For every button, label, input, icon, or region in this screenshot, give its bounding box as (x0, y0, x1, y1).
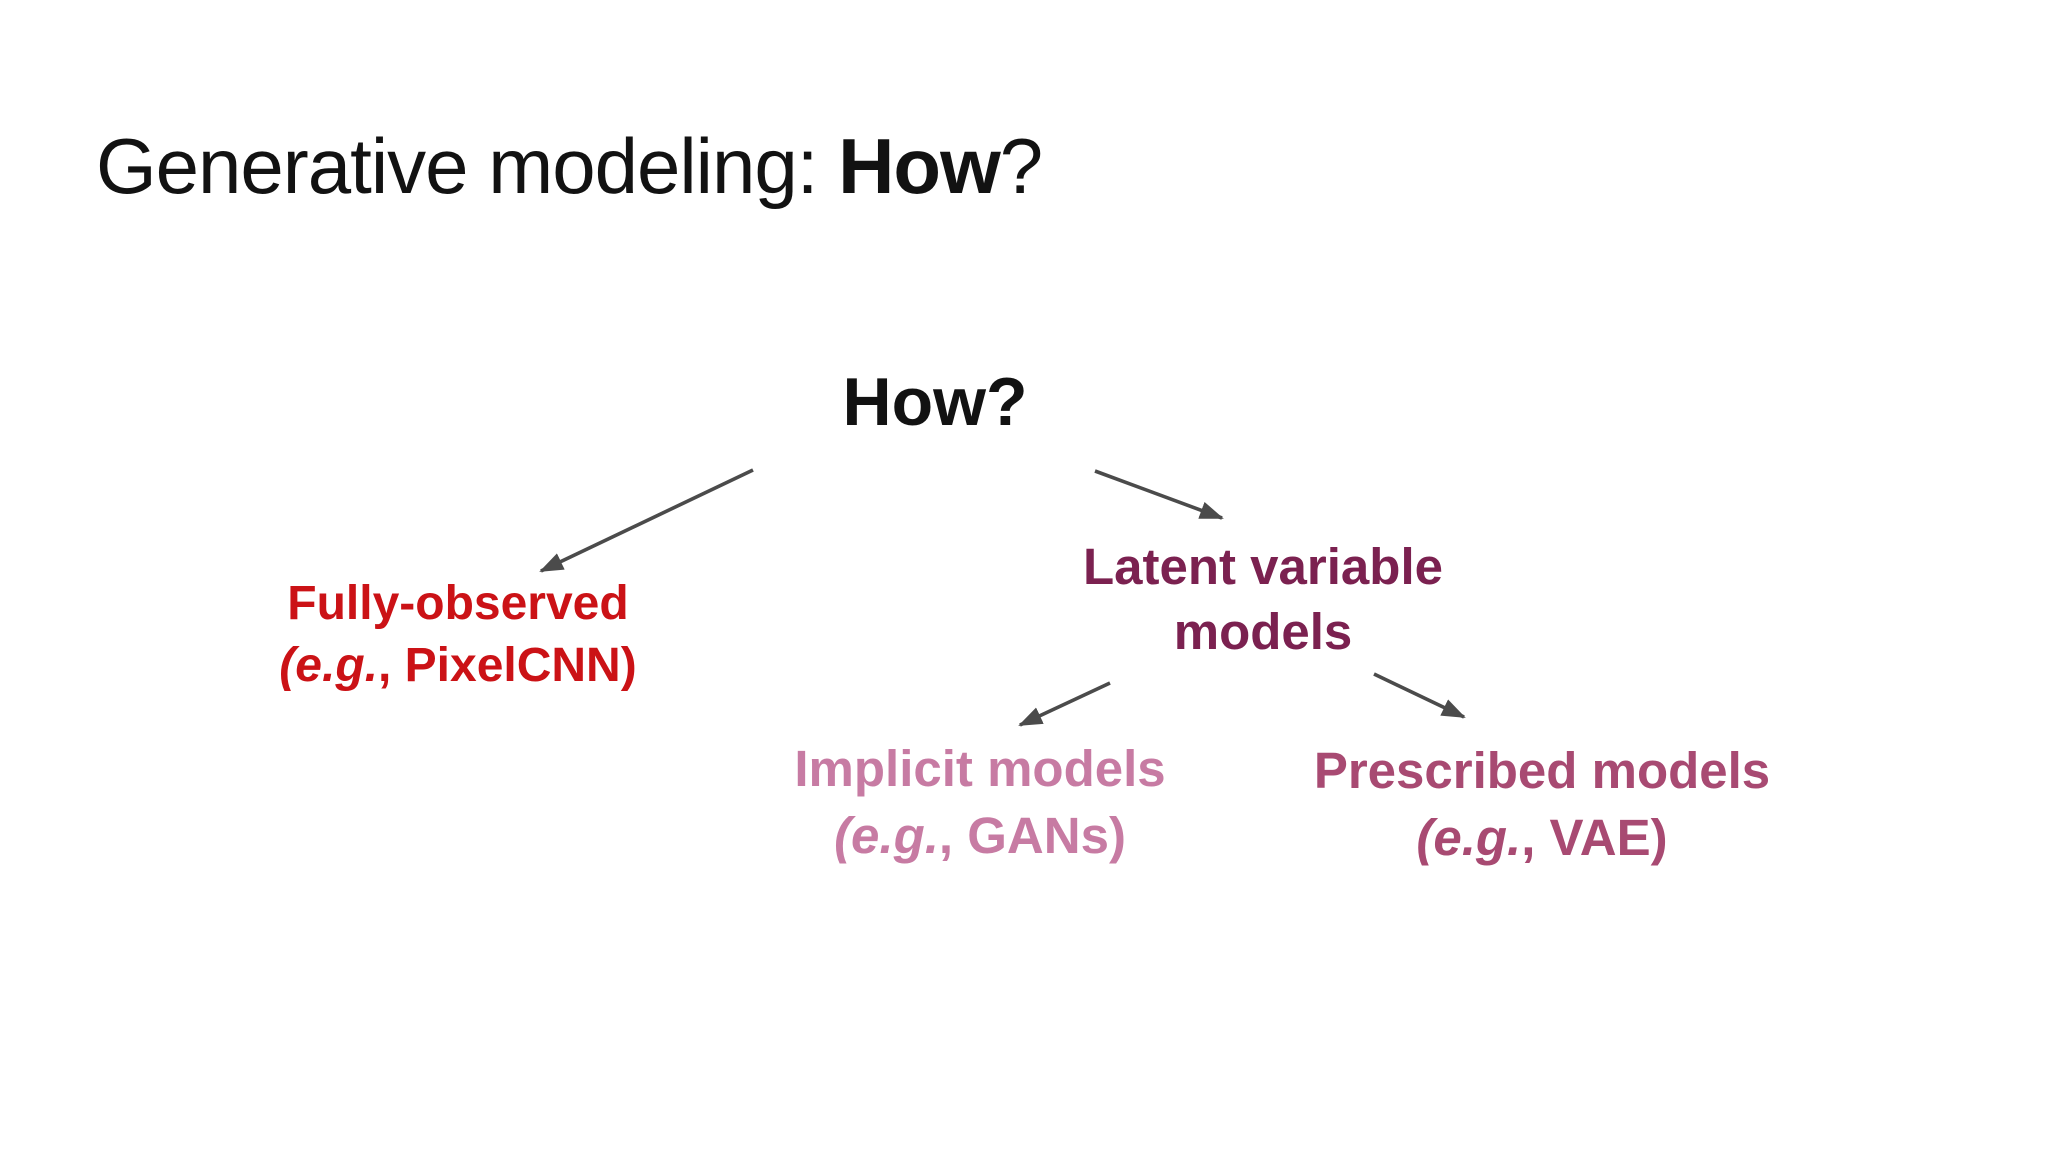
title-suffix: ? (999, 122, 1043, 210)
title-emphasis: How (838, 122, 1001, 210)
fully-observed-label: Fully-observed (287, 577, 629, 630)
latent-models-label-line2: models (1173, 603, 1353, 661)
tree-node-fully-observed: Fully-observed (e.g., PixelCNN) (279, 573, 636, 698)
prescribed-models-label: Prescribed models (1313, 742, 1771, 799)
implicit-models-example-eg: (e.g. (834, 807, 939, 865)
tree-node-prescribed-models: Prescribed models (e.g., VAE) (1314, 737, 1770, 872)
arrow-latent-to-prescribed (1373, 672, 1466, 719)
prescribed-models-example-rest: , VAE) (1521, 809, 1668, 867)
title-prefix: Generative modeling: (96, 122, 839, 210)
tree-node-implicit-models: Implicit models (e.g., GANs) (794, 735, 1165, 870)
prescribed-models-example: (e.g., VAE) (1416, 809, 1667, 866)
implicit-models-label: Implicit models (794, 740, 1166, 797)
arrow-latent-to-implicit (1018, 681, 1111, 727)
latent-models-label-line1: Latent variable (1083, 538, 1443, 595)
page-title: Generative modeling: How? (96, 127, 1043, 205)
arrow-how-to-latent-models (1094, 469, 1224, 520)
tree-node-latent-variable-models: Latent variable models (1083, 534, 1443, 665)
tree-node-how: How? (842, 364, 1028, 440)
implicit-models-example: (e.g., GANs) (834, 807, 1126, 864)
arrow-how-to-fully-observed (539, 468, 754, 573)
fully-observed-example-rest: , PixelCNN) (377, 639, 637, 693)
prescribed-models-example-eg: (e.g. (1416, 809, 1522, 867)
implicit-models-example-rest: , GANs) (938, 807, 1126, 865)
fully-observed-example-eg: (e.g. (279, 639, 378, 693)
fully-observed-example: (e.g., PixelCNN) (279, 639, 636, 692)
